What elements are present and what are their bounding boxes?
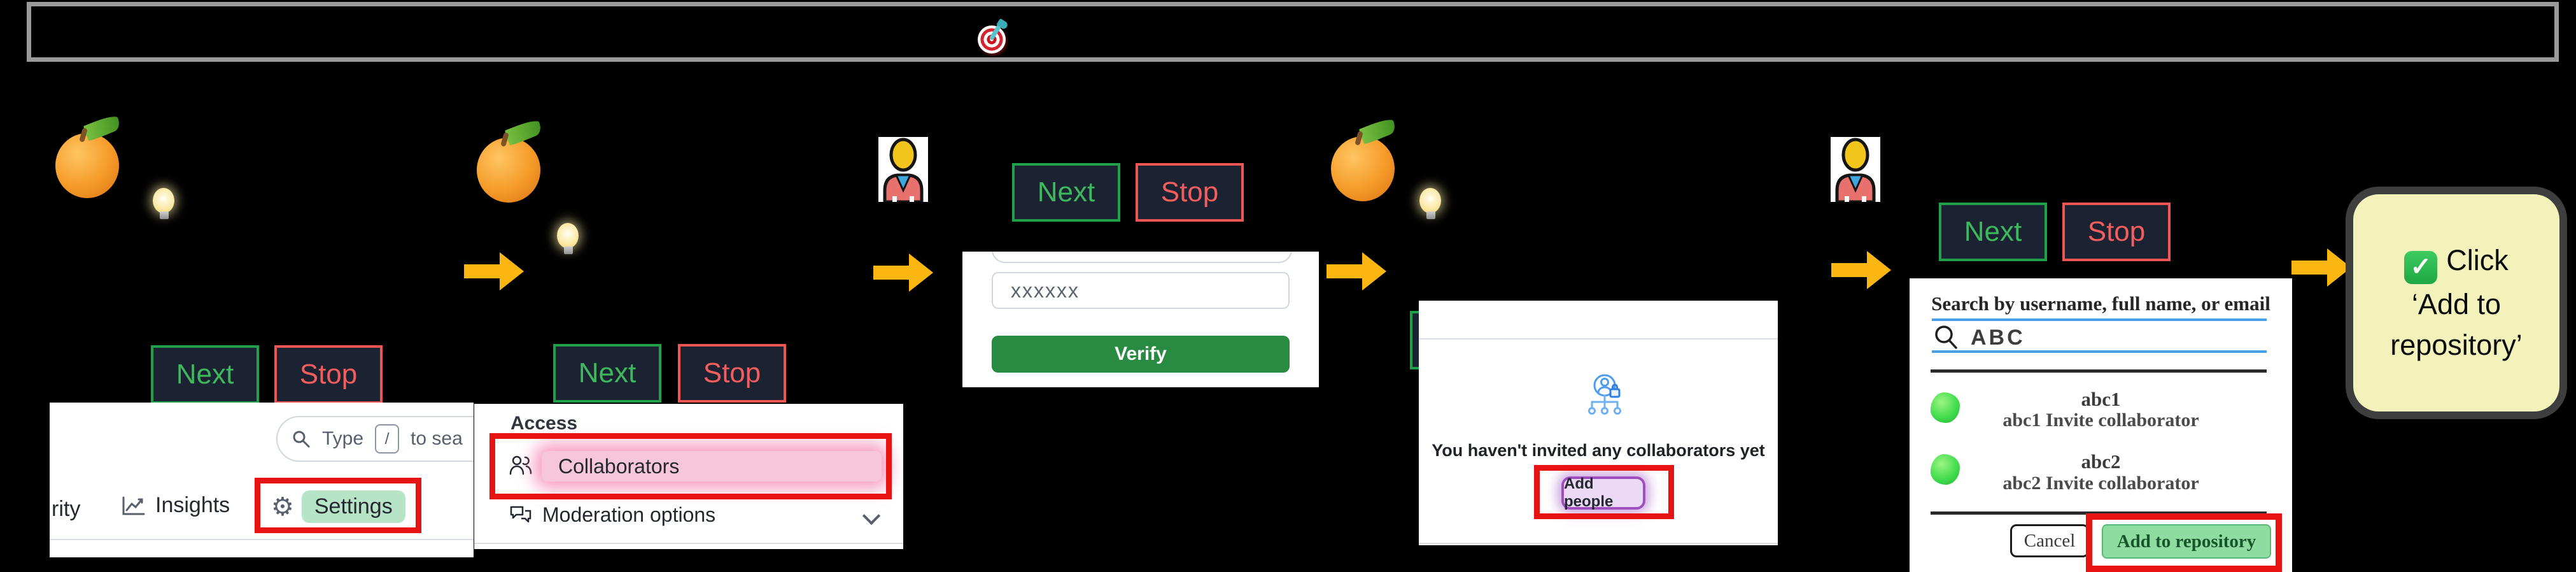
underline [1932, 350, 2267, 353]
section-divider [1419, 543, 1778, 544]
result-username[interactable]: abc2 [2081, 450, 2121, 473]
lightbulb-icon [153, 188, 176, 224]
tab-settings-label: Settings [301, 490, 405, 523]
list-divider [1931, 511, 2267, 515]
search-placeholder-prefix: Type [322, 428, 364, 449]
people-icon [509, 455, 532, 480]
collaborators-empty-icon [1584, 372, 1628, 426]
orange-icon [55, 113, 122, 198]
password-value: xxxxxx [1011, 278, 1080, 302]
next-button[interactable]: Next [151, 345, 259, 404]
add-to-repository-highlight-box [2086, 513, 2282, 572]
password-input[interactable]: xxxxxx [992, 272, 1290, 309]
access-section-label: Access [510, 413, 578, 434]
tab-security-partial[interactable]: rity [52, 497, 81, 521]
chevron-down-icon[interactable] [862, 506, 881, 526]
repo-search-input[interactable]: Type / to sea [276, 416, 474, 462]
sidebar-divider [474, 543, 903, 544]
result-description[interactable]: abc2 Invite collaborator [2002, 473, 2199, 494]
screenshot-collaborators-empty: You haven't invited any collaborators ye… [1419, 301, 1778, 545]
avatar [1931, 454, 1960, 485]
next-button[interactable]: Next [553, 344, 661, 403]
result-description[interactable]: abc1 Invite collaborator [2002, 410, 2199, 431]
add-to-repository-button[interactable]: Add to repository [2102, 524, 2271, 559]
flow-arrow-icon [2291, 248, 2351, 287]
avatar [1931, 392, 1960, 423]
lightbulb-icon [557, 223, 580, 259]
add-people-highlight-box [1534, 465, 1674, 519]
truncated-field-top [992, 252, 1292, 263]
orange-icon [477, 117, 544, 203]
stop-button[interactable]: Stop [2062, 203, 2171, 261]
search-placeholder-suffix: to sea [411, 428, 463, 449]
sidebar-item-collaborators[interactable]: Collaborators [542, 451, 882, 482]
flow-arrow-icon [1327, 252, 1386, 290]
gear-icon: ⚙ [271, 492, 294, 521]
final-instruction-note: ✓Click ‘Add to repository’ [2346, 187, 2567, 419]
search-icon [293, 431, 310, 448]
screenshot-invite-dialog: Search by username, full name, or email … [1910, 278, 2292, 572]
stop-button[interactable]: Stop [274, 345, 383, 404]
title-banner [27, 2, 2559, 62]
moderation-label: Moderation options [542, 503, 716, 526]
tab-insights-label: Insights [155, 493, 230, 517]
person-icon [878, 137, 928, 204]
flow-arrow-icon [1831, 251, 1891, 289]
list-divider [1931, 369, 2267, 373]
lightbulb-icon [1419, 188, 1442, 224]
result-username[interactable]: abc1 [2081, 388, 2121, 410]
collaborators-highlight-box [489, 433, 892, 499]
insights-graph-icon [122, 496, 145, 515]
final-instruction-text: ✓Click ‘Add to repository’ [2390, 244, 2523, 361]
search-icon [1934, 324, 1958, 353]
settings-highlight-box [255, 478, 421, 533]
empty-state-text: You haven't invited any collaborators ye… [1432, 441, 1765, 460]
cancel-button[interactable]: Cancel [2010, 524, 2089, 557]
target-icon [978, 18, 1009, 54]
section-divider [1419, 338, 1778, 340]
moderation-icon [510, 506, 531, 522]
next-button[interactable]: Next [1939, 203, 2047, 261]
next-button[interactable]: Next [1012, 163, 1120, 222]
stop-button[interactable]: Stop [1136, 163, 1244, 222]
underline [1932, 318, 2267, 321]
screenshot-repo-tabs: Type / to sea rity Insights ⚙ Settings [50, 403, 474, 557]
sidebar-item-moderation[interactable]: Moderation options [509, 503, 715, 527]
flow-arrow-icon [873, 254, 933, 292]
add-people-button[interactable]: Add people [1561, 475, 1645, 510]
verify-button[interactable]: Verify [992, 336, 1290, 373]
stop-button[interactable]: Stop [678, 344, 786, 403]
flow-arrow-icon [464, 252, 524, 290]
tab-settings[interactable]: ⚙ Settings [271, 490, 405, 523]
check-icon: ✓ [2404, 250, 2438, 284]
tab-insights[interactable]: Insights [121, 493, 230, 518]
person-icon [1831, 137, 1880, 204]
tabbar-divider [50, 539, 474, 540]
screenshot-access-sidebar: Access Collaborators Moderation options [474, 404, 903, 549]
search-query-input[interactable]: ABC [1971, 325, 2025, 350]
dialog-title: Search by username, full name, or email [1931, 292, 2270, 315]
slash-key-icon: / [375, 424, 400, 454]
collaborators-label: Collaborators [558, 454, 680, 478]
screenshot-password-confirm: xxxxxx Verify [962, 252, 1319, 387]
orange-icon [1331, 116, 1398, 201]
